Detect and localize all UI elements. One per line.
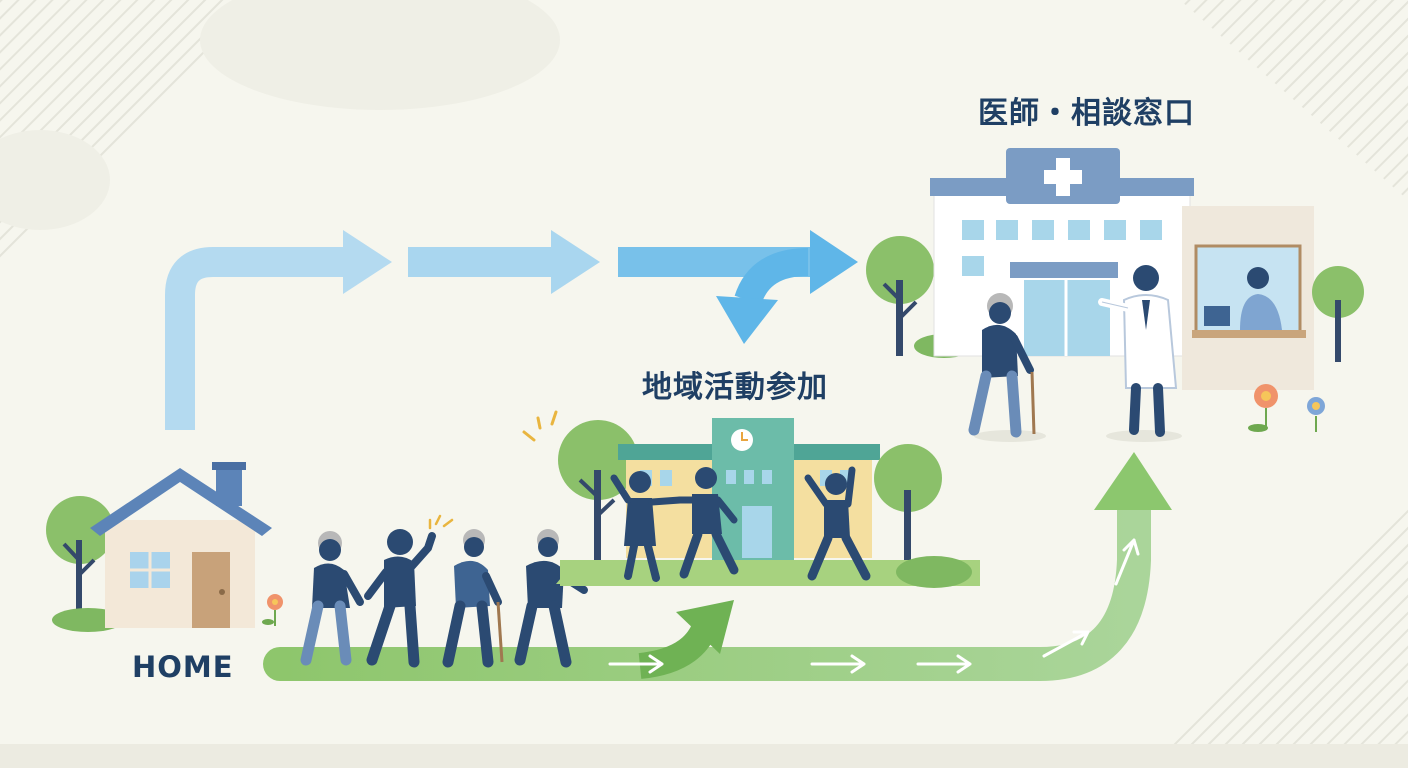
arrow-head-2 <box>551 230 600 294</box>
elderly-walker-icon <box>364 529 436 668</box>
flower-icon <box>262 594 283 626</box>
receptionist-icon <box>1204 267 1282 330</box>
elderly-walker-icon <box>300 531 364 666</box>
arrow-head-1 <box>343 230 392 294</box>
arrow-head-3 <box>810 230 858 294</box>
community-activity-people <box>610 466 871 582</box>
elderly-walker-icon <box>442 529 504 668</box>
green-arrow-branch-head <box>676 600 734 654</box>
hospital-icon <box>866 148 1364 390</box>
community-center-icon <box>522 410 980 588</box>
elderly-walker-icon <box>514 529 588 668</box>
patient-and-doctor <box>968 265 1182 442</box>
cane-icon <box>1030 371 1036 435</box>
doctor-icon <box>1098 265 1178 437</box>
green-arrow-up-head <box>1094 452 1172 510</box>
clinic-label: 医師・相談窓口 <box>978 96 1195 131</box>
blue-flow-arrows <box>165 230 858 430</box>
community-activity-label: 地域活動参加 <box>642 370 828 405</box>
curved-arrow-head <box>716 296 778 344</box>
green-path <box>263 452 1172 681</box>
walking-elderly-group <box>300 514 588 668</box>
cane-icon <box>496 601 504 663</box>
flower-icon <box>1248 384 1325 432</box>
house-icon <box>46 462 283 632</box>
home-label: HOME <box>132 650 234 684</box>
